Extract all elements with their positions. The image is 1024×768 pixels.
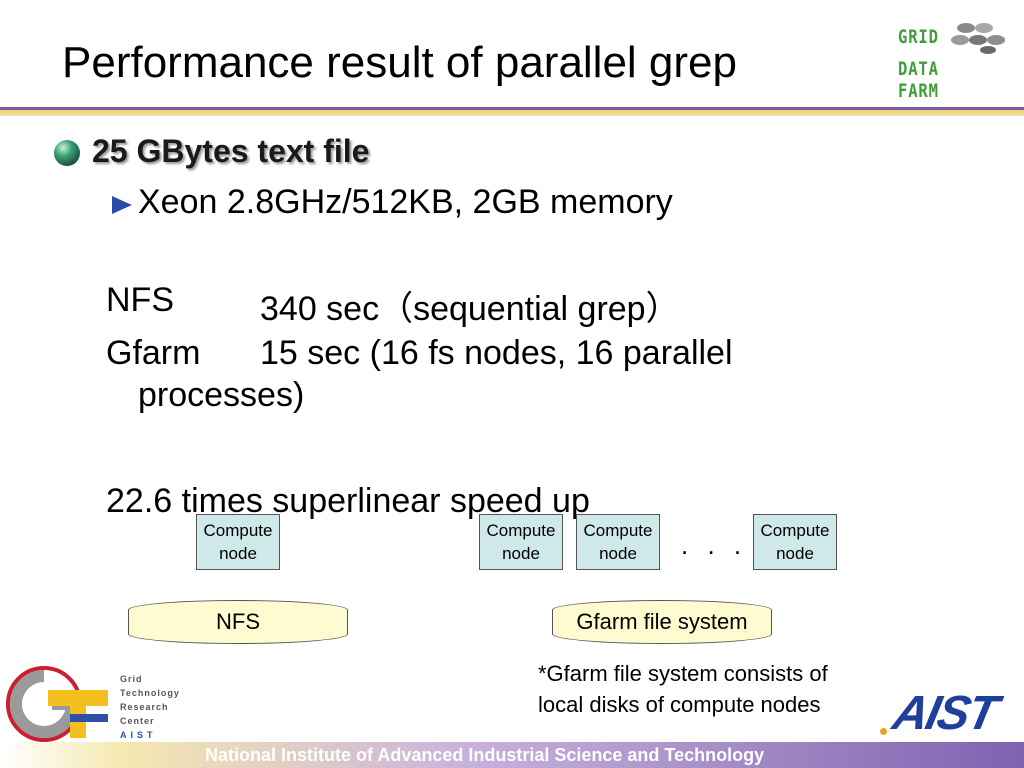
footer-text: National Institute of Advanced Industria… [205, 745, 765, 765]
gfarm-footnote: *Gfarm file system consists of local dis… [538, 658, 828, 720]
footnote-line2: local disks of compute nodes [538, 692, 821, 717]
sub-bullet-hardware: Xeon 2.8GHz/512KB, 2GB memory [138, 183, 673, 221]
compute-node-label-line1: Compute [583, 521, 653, 540]
compute-node-label-line2: node [776, 544, 814, 563]
nfs-label: NFS [106, 281, 174, 319]
compute-node-label-line2: node [502, 544, 540, 563]
bullet-25gb-text-file: 25 GBytes text file [92, 133, 370, 169]
gtrc-logo-text: Grid Technology Research Center AIST [120, 672, 180, 742]
footer-bar [0, 742, 1024, 768]
compute-node-label-line2: node [599, 544, 637, 563]
slide-title: Performance result of parallel grep [62, 38, 737, 87]
gtrc-line-technology: Technology [120, 688, 180, 698]
compute-node-label-line1: Compute [760, 521, 830, 540]
aist-logo: AIST [880, 687, 1020, 742]
gfarm-compute-node-1: Compute node [479, 514, 563, 570]
compute-node-label-line2: node [219, 544, 257, 563]
grid-data-farm-logo: GRID DATA FARM [896, 20, 1008, 102]
speedup-line: 22.6 times superlinear speed up [106, 482, 590, 520]
gdf-logo-line1: GRID [898, 26, 939, 48]
gtrc-logo: Grid Technology Research Center AIST [4, 664, 194, 744]
compute-node-label-line1: Compute [486, 521, 556, 540]
sphere-bullet-icon [54, 140, 80, 166]
gfarm-compute-node-2: Compute node [576, 514, 660, 570]
footnote-line1: *Gfarm file system consists of [538, 661, 828, 686]
gtrc-line-grid: Grid [120, 674, 143, 684]
triangle-bullet-icon [112, 196, 132, 214]
gfarm-storage-label: Gfarm file system [576, 609, 748, 634]
farm-tiles-icon [951, 23, 1005, 54]
title-divider [0, 107, 1024, 116]
gfarm-compute-node-n: Compute node [753, 514, 837, 570]
gfarm-storage: Gfarm file system [552, 600, 772, 644]
gdf-logo-line2: DATA FARM [898, 58, 939, 102]
aist-dot-icon [880, 728, 887, 735]
nfs-compute-node: Compute node [196, 514, 280, 570]
more-nodes-ellipsis: . . . [681, 530, 748, 560]
gfarm-result: 15 sec (16 fs nodes, 16 parallel [260, 334, 733, 372]
nfs-result: 340 sec（sequential grep） [260, 290, 680, 328]
nfs-storage-label: NFS [216, 609, 260, 634]
compute-node-label-line1: Compute [203, 521, 273, 540]
gtrc-line-research: Research [120, 702, 169, 712]
gfarm-result-cont: processes) [138, 376, 305, 414]
gfarm-label: Gfarm [106, 334, 201, 372]
gtrc-emblem-icon [6, 666, 108, 742]
gtrc-line-center: Center [120, 716, 155, 726]
aist-wordmark: AIST [888, 687, 1001, 740]
gtrc-line-aist: AIST [120, 730, 157, 740]
nfs-storage: NFS [128, 600, 348, 644]
